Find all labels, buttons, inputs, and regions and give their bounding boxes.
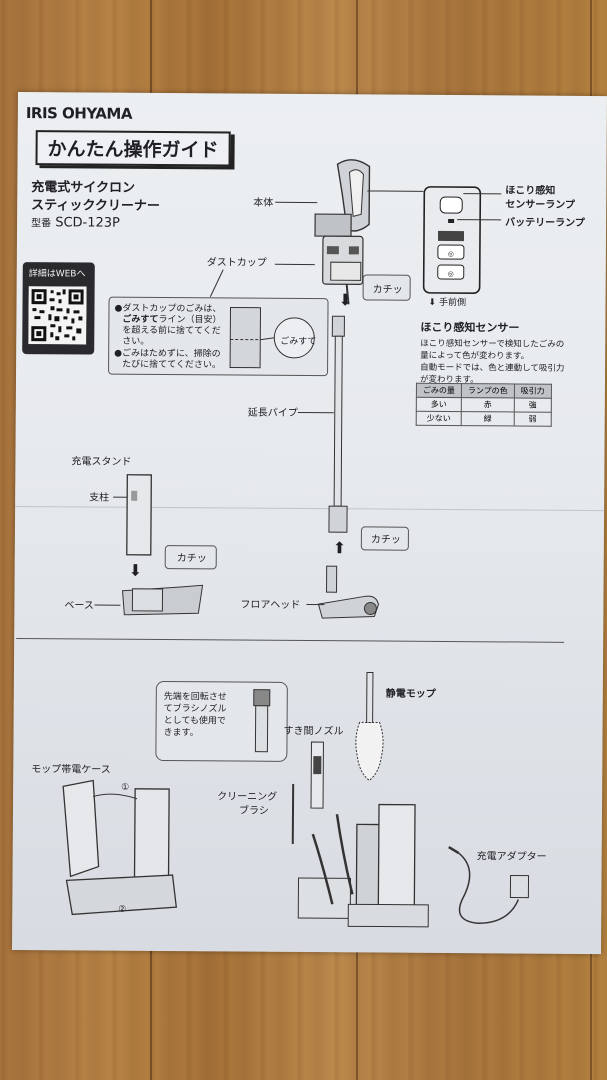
table-cell: 少ない <box>416 411 462 426</box>
arrow-up-icon: ⬆ <box>332 538 347 558</box>
charge-stand-base-illustration <box>121 584 204 616</box>
base-label: ベース <box>64 600 94 612</box>
table-header: ランプの色 <box>461 383 515 398</box>
dust-cup-closeup-illustration <box>229 306 315 369</box>
floor-head-illustration <box>317 565 379 619</box>
dust-sensor-lamp-label-2: センサーランプ <box>505 199 575 211</box>
table-cell: 緑 <box>461 411 515 426</box>
dust-level-table: ごみの量 ランプの色 吸引力 多い 赤 強 少ない 緑 弱 <box>416 383 552 427</box>
gap-nozzle-label: すき間ノズル <box>283 725 344 738</box>
cleaner-body-illustration <box>314 159 371 305</box>
model-label: 型番 <box>31 218 52 230</box>
charge-stand-label: 充電スタンド <box>71 456 132 468</box>
pillar-label: 支柱 <box>89 492 110 504</box>
table-cell: 多い <box>416 397 462 412</box>
click-label-1: カチッ <box>372 284 403 296</box>
sensor-line2: 量によって色が変わります。 <box>420 350 530 362</box>
step-1-label: ① <box>121 782 130 793</box>
guide-title: かんたん操作ガイド <box>35 130 231 167</box>
gap-nozzle-illustration <box>310 741 324 809</box>
arrow-down-icon: ⬇ <box>128 560 143 580</box>
vacuum-on-stand-illustration <box>297 803 429 928</box>
svg-text:◎: ◎ <box>448 250 454 258</box>
front-side-text: 手前側 <box>438 297 467 309</box>
table-cell: 赤 <box>461 397 515 412</box>
charge-stand-pillar-illustration <box>126 474 152 556</box>
extension-pipe-label: 延長パイプ <box>247 407 298 419</box>
extension-pipe-illustration <box>328 315 348 533</box>
table-row: 多い 赤 強 <box>416 397 552 413</box>
body-label: 本体 <box>253 197 274 209</box>
body-leader-line <box>275 201 318 204</box>
product-name-line1: 充電式サイクロン <box>31 180 136 196</box>
brand-logo: IRIS OHYAMA <box>25 104 133 123</box>
dust-note-line6: たびに捨ててください。 <box>122 359 221 371</box>
floor-head-leader <box>306 604 325 606</box>
section-divider <box>16 638 565 643</box>
arrow-down-icon: ⬇ <box>428 297 437 308</box>
sensor-line1: ほこり感知センサーで検知したごみの <box>420 338 565 350</box>
cleaning-brush-label-1: クリーニング <box>217 791 278 803</box>
static-mop-label: 静電モップ <box>385 688 436 700</box>
table-cell: 強 <box>514 397 552 413</box>
gomisute-label: ごみすて <box>280 336 317 348</box>
mop-case-illustration <box>62 779 178 916</box>
fold-line <box>15 505 605 512</box>
click-label-3: カチッ <box>176 553 207 565</box>
sensor-title: ほこり感知センサー <box>420 320 520 335</box>
extension-pipe-leader <box>297 411 334 414</box>
table-cell: 弱 <box>513 411 552 427</box>
web-label: 詳細はWEBへ <box>28 269 86 280</box>
control-panel-illustration: ◎ ◎ <box>422 186 482 294</box>
instruction-sheet: IRIS OHYAMA かんたん操作ガイド 充電式サイクロン スティッククリーナ… <box>12 92 607 955</box>
dust-sensor-lamp-label-1: ほこり感知 <box>505 185 556 197</box>
model-value: SCD-123P <box>55 215 120 231</box>
product-name-line2: スティッククリーナー <box>31 198 160 214</box>
table-row: 少ない 緑 弱 <box>416 411 552 427</box>
model-number: 型番 SCD-123P <box>31 214 120 231</box>
front-side-label: ⬇ 手前側 <box>429 295 467 308</box>
svg-text:◎: ◎ <box>448 270 454 278</box>
arrow-down-icon: ⬇ <box>338 290 353 310</box>
step-2-label: ② <box>118 904 127 915</box>
brush-note-line4: きます。 <box>163 728 199 739</box>
table-header: 吸引力 <box>514 383 552 399</box>
battery-lamp-label: バッテリーランプ <box>505 217 585 229</box>
base-leader <box>94 604 121 606</box>
floor-head-label: フロアヘッド <box>240 599 301 611</box>
mop-case-label: モップ帯電ケース <box>31 764 111 776</box>
charge-adapter-illustration <box>448 845 530 924</box>
dust-cup-label: ダストカップ <box>206 257 267 269</box>
cleaning-brush-label-2: ブラシ <box>238 805 269 817</box>
qr-code-icon[interactable] <box>28 286 87 345</box>
rotating-brush-illustration <box>253 689 271 753</box>
dust-cup-callout-leader <box>209 269 224 297</box>
static-mop-illustration <box>355 671 384 782</box>
sensor-line3: 自動モードでは、色と連動して吸引力 <box>420 362 565 374</box>
table-header: ごみの量 <box>416 383 462 398</box>
click-label-2: カチッ <box>370 534 401 546</box>
dust-cup-leader <box>274 263 315 266</box>
